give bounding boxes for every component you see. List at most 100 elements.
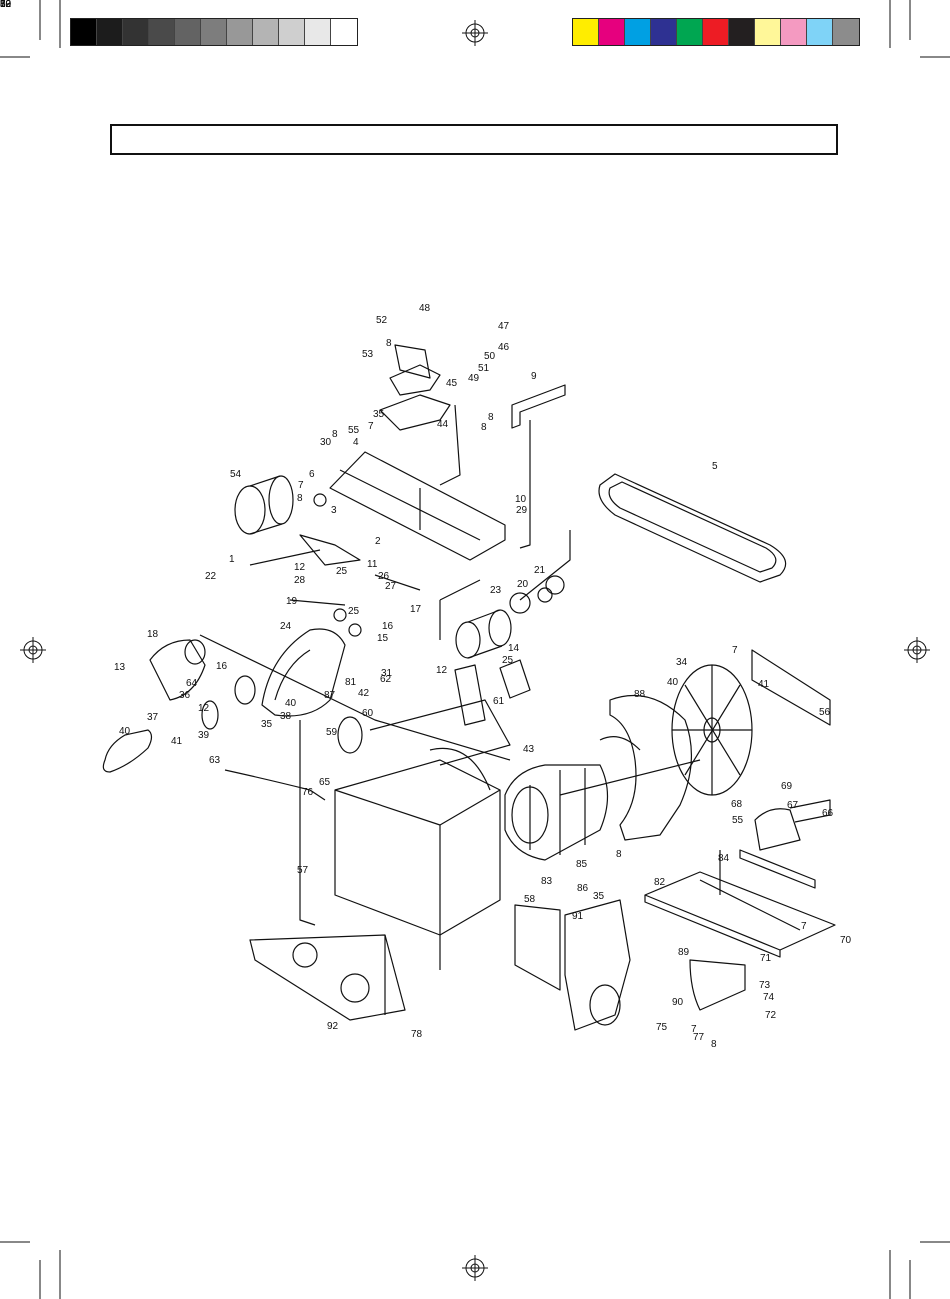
part-callout-label: 4: [353, 437, 359, 448]
part-callout-label: 84: [718, 853, 730, 864]
switch-plate: [454, 664, 486, 726]
part-callout-label: 15: [377, 633, 389, 644]
part-callout-label: 56: [819, 707, 831, 718]
power-cord: [224, 769, 326, 801]
part-callout-label: 46: [498, 342, 510, 353]
part-callout-label: 58: [524, 894, 536, 905]
part-callout-label: 65: [319, 777, 331, 788]
color-swatch: [781, 19, 807, 45]
part-callout-label: 44: [437, 419, 449, 430]
part-callout-label: 10: [515, 494, 527, 505]
part-callout-label: 21: [534, 565, 546, 576]
part-callout-label: 7: [732, 645, 738, 656]
part-callout-label: 52: [376, 315, 388, 326]
part-callout-label: 88: [634, 689, 646, 700]
part-callout-label: 42: [358, 688, 370, 699]
motor: [504, 764, 609, 861]
part-callout-label: 2: [375, 536, 381, 547]
color-swatch: [331, 19, 357, 45]
color-swatch: [175, 19, 201, 45]
side-plate: [514, 904, 561, 991]
color-swatch: [755, 19, 781, 45]
color-swatch: [97, 19, 123, 45]
part-callout-label: 39: [198, 730, 210, 741]
part-callout-label: 54: [230, 469, 242, 480]
part-callout-label: 71: [760, 953, 772, 964]
part-callout-label: 7: [691, 1024, 697, 1035]
drive-drum: [455, 609, 512, 659]
spring-24: [289, 599, 346, 606]
part-callout-label: 27: [385, 581, 397, 592]
grayscale-color-bar: [70, 18, 358, 46]
part-callout-label: 8: [616, 849, 622, 860]
part-callout-label: 60: [362, 708, 374, 719]
color-swatch: [305, 19, 331, 45]
idle-drum: [234, 475, 294, 535]
color-swatch: [227, 19, 253, 45]
pulley-cover: [149, 639, 206, 701]
crop-mark-icon: [0, 0, 61, 58]
belt-guard-housing: [261, 628, 346, 717]
part-callout-label: 14: [508, 643, 520, 654]
part-callout-label: 13: [114, 662, 126, 673]
part-callout-label: 31: [381, 668, 393, 679]
registration-mark-icon: [462, 1255, 488, 1281]
part-callout-label: 38: [280, 711, 292, 722]
base-cabinet: [334, 699, 511, 936]
mitre-gauge: [739, 799, 831, 889]
part-callout-label: 73: [759, 980, 771, 991]
part-callout-label: 8: [332, 429, 338, 440]
part-callout-label: 17: [410, 604, 422, 615]
part-callout-label: 7: [368, 421, 374, 432]
part-callout-label: 16: [382, 621, 394, 632]
color-swatch: [703, 19, 729, 45]
back-panel: [751, 649, 831, 726]
part-callout-label: 81: [345, 677, 357, 688]
shaft-18: [374, 574, 421, 591]
work-table: [644, 871, 836, 958]
color-swatch: [807, 19, 833, 45]
part-callout-label: 43: [523, 744, 535, 755]
part-callout-label: 90: [672, 997, 684, 1008]
color-swatch: [651, 19, 677, 45]
color-swatch: [729, 19, 755, 45]
part-callout-label: 8: [0, 0, 6, 10]
part-callout-label: 7: [801, 921, 807, 932]
process-color-bar: [572, 18, 860, 46]
part-callout-label: 50: [484, 351, 496, 362]
switch-box: [499, 659, 531, 699]
part-callout-label: 59: [326, 727, 338, 738]
part-callout-label: 68: [731, 799, 743, 810]
part-callout-label: 79: [0, 0, 12, 10]
part-callout-label: 8: [488, 412, 494, 423]
top-guard: [379, 344, 451, 431]
part-callout-label: 62: [380, 674, 392, 685]
part-callout-label: 8: [481, 422, 487, 433]
part-callout-label: 23: [490, 585, 502, 596]
dust-chute: [564, 899, 631, 1031]
part-callout-label: 35: [261, 719, 273, 730]
part-callout-label: 25: [336, 566, 348, 577]
part-callout-label: 6: [309, 469, 315, 480]
part-callout-label: 8: [386, 338, 392, 349]
part-callout-label: 55: [732, 815, 744, 826]
color-swatch: [599, 19, 625, 45]
color-swatch: [201, 19, 227, 45]
registration-mark-icon: [462, 20, 488, 46]
section-header-box: [110, 124, 838, 155]
part-callout-label: 26: [378, 571, 390, 582]
drive-belt: [102, 729, 153, 773]
part-callout-label: 49: [468, 373, 480, 384]
color-swatch: [625, 19, 651, 45]
bracket-9: [511, 384, 566, 429]
part-callout-label: 12: [436, 665, 448, 676]
part-callout-label: 34: [676, 657, 688, 668]
part-callout-label: 63: [209, 755, 221, 766]
sanding-disc: [671, 664, 753, 796]
part-callout-label: 64: [186, 678, 198, 689]
part-callout-label: 75: [656, 1022, 668, 1033]
color-swatch: [123, 19, 149, 45]
part-callout-label: 70: [840, 935, 852, 946]
part-callout-label: 40: [119, 726, 131, 737]
